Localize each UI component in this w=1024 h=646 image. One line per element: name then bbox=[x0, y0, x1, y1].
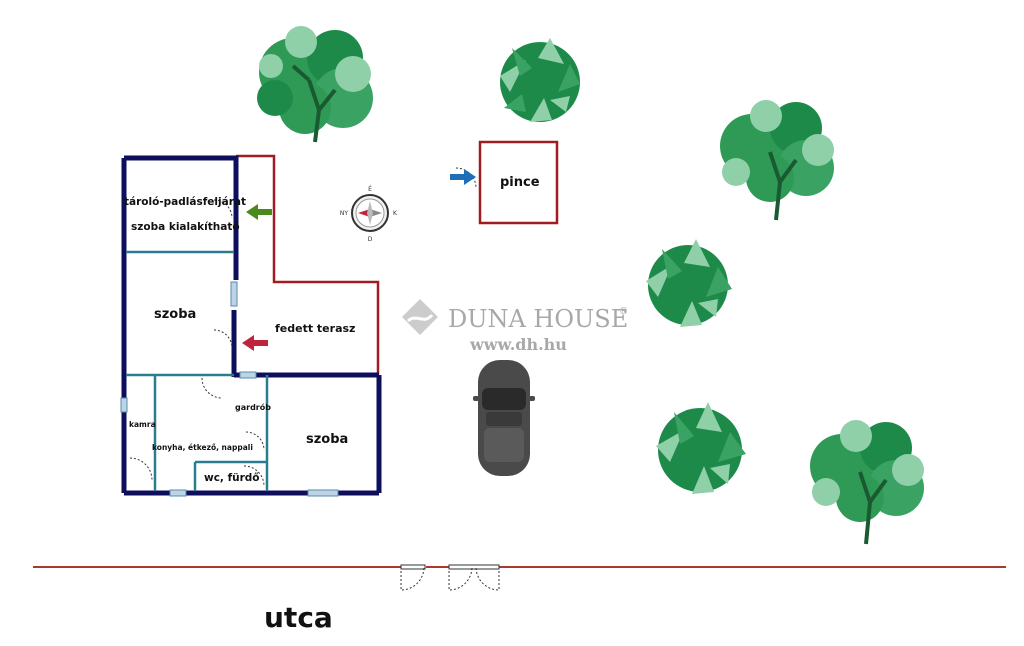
watermark: DUNA HOUSE ® www.dh.hu bbox=[402, 299, 628, 354]
room-label-storage: tároló-padlásfeljárat bbox=[124, 196, 246, 208]
windows bbox=[120, 281, 339, 497]
room-label-bathroom: wc, fürdő bbox=[204, 472, 260, 484]
room-label-pantry: kamra bbox=[129, 420, 156, 429]
room-label-room-left: szoba bbox=[154, 307, 196, 322]
room-label-cellar: pince bbox=[500, 175, 540, 190]
watermark-brand: DUNA HOUSE bbox=[448, 305, 628, 333]
interior-partitions bbox=[126, 250, 269, 491]
cellar-outline bbox=[478, 140, 559, 225]
arrow-left-icon bbox=[246, 204, 272, 220]
arrow-right-icon bbox=[450, 169, 476, 185]
tree-icon bbox=[646, 239, 732, 327]
room-label-terrace: fedett terasz bbox=[275, 322, 355, 335]
tree-icon bbox=[257, 26, 373, 143]
room-label-buildable-room: szoba kialakítható bbox=[131, 221, 240, 233]
arrow-left-icon bbox=[242, 335, 268, 351]
watermark-registered: ® bbox=[619, 307, 628, 317]
room-label-room-right: szoba bbox=[306, 432, 348, 447]
door-swings bbox=[129, 167, 477, 487]
room-label-kitchen: konyha, étkező, nappali bbox=[152, 443, 253, 452]
compass-west: NY bbox=[340, 210, 348, 217]
duna-house-logo-icon bbox=[402, 299, 438, 335]
tree-icon bbox=[720, 100, 834, 221]
car-icon bbox=[473, 360, 535, 476]
tree-icon bbox=[656, 402, 746, 494]
compass-north: É bbox=[368, 185, 372, 193]
room-label-wardrobe: gardrób bbox=[235, 402, 271, 412]
watermark-url: www.dh.hu bbox=[469, 335, 567, 354]
gate-swings bbox=[400, 564, 500, 591]
terrace-outline bbox=[236, 154, 380, 374]
compass-south: D bbox=[368, 236, 373, 243]
compass-icon: É K D NY bbox=[340, 185, 398, 243]
compass-east: K bbox=[393, 210, 398, 217]
street-label: utca bbox=[264, 601, 333, 634]
tree-icon bbox=[810, 420, 924, 545]
tree-icon bbox=[500, 38, 580, 122]
